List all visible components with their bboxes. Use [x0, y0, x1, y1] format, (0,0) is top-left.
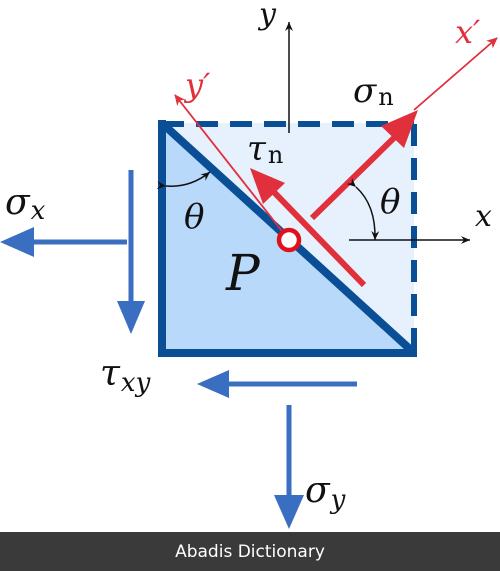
y-prime-label: y′ — [183, 66, 211, 104]
theta-right-label: θ — [380, 182, 400, 222]
sigma-n-arrow-shaft — [309, 131, 401, 221]
point-p-label: P — [225, 244, 261, 302]
footer-bar: Abadis Dictionary — [0, 532, 500, 571]
sigma-x-label: σx — [5, 182, 46, 226]
sigma-n-label: σn — [353, 71, 394, 111]
sigma-y-label: σy — [305, 470, 346, 515]
sigma-n-arrowhead — [381, 110, 418, 148]
footer-brand-text: Abadis Dictionary — [175, 541, 325, 562]
stress-element-diagram: y x x′ y′ σn τn θ θ P σx τxy σy — [0, 0, 498, 529]
tau-xy-arrowhead — [197, 370, 229, 398]
theta-arc-left — [156, 171, 211, 190]
x-prime-axis-arrow — [413, 37, 498, 111]
theta-left-label: θ — [184, 197, 204, 237]
x-prime-label: x′ — [455, 13, 481, 51]
tau-xy-label: τxy — [100, 353, 151, 398]
sigma-y-arrowhead — [274, 495, 304, 529]
theta-arc-right — [346, 178, 380, 241]
tau-n-arrow-shaft — [267, 185, 367, 288]
tau-n-arrowhead — [250, 168, 285, 204]
x-axis-label: x — [475, 199, 492, 234]
y-prime-axis-arrow — [174, 94, 290, 241]
sigma-x-arrowhead — [0, 227, 34, 257]
tau-n-label: τn — [247, 129, 283, 169]
y-axis-label: y — [257, 0, 277, 32]
tau-left-arrowhead — [117, 301, 145, 334]
point-p-marker — [276, 227, 302, 253]
